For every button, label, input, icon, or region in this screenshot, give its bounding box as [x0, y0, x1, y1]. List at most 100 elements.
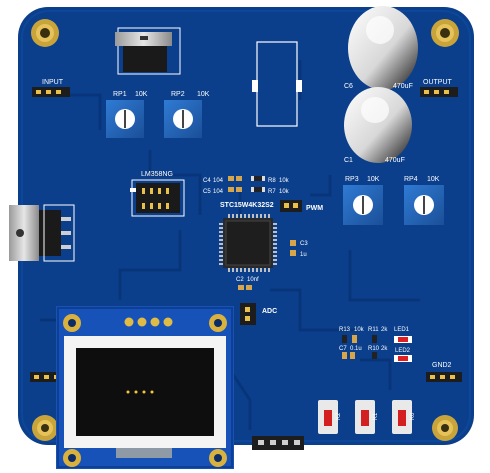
- rp1-label: RP1: [113, 91, 127, 98]
- mcu-pin: [273, 259, 277, 261]
- capacitor-c2: C2 10nf: [236, 277, 259, 290]
- mcu-pin: [228, 268, 230, 272]
- r13-value: 10k: [354, 327, 365, 333]
- c2-label: C2: [236, 277, 244, 283]
- potentiometer-rp2: RP2 10K: [164, 91, 210, 138]
- mcu-pin: [268, 214, 270, 218]
- voltage-regulator-top: [115, 27, 181, 75]
- mcu-pin: [219, 255, 223, 257]
- c5-value: 104: [213, 189, 224, 195]
- rp2-value: 10K: [197, 91, 210, 98]
- push-button-k1: K1: [355, 400, 379, 434]
- resistor-led-block: R13 10k R11 2k LED1 C7 0.1u R10 2k LED2: [339, 327, 412, 362]
- voltage-regulator-left: [9, 204, 75, 262]
- mcu-pin: [219, 259, 223, 261]
- rp3-value: 10K: [367, 176, 380, 183]
- push-button-k0: K0: [392, 400, 416, 434]
- mcu-pin: [219, 235, 223, 237]
- c1-value: 470uF: [385, 157, 405, 164]
- mcu-pin: [273, 235, 277, 237]
- mcu-pin: [256, 214, 258, 218]
- rp3-label: RP3: [345, 176, 359, 183]
- rp4-value: 10K: [427, 176, 440, 183]
- c1-label: C1: [344, 157, 353, 164]
- r11-value: 2k: [381, 327, 388, 333]
- mcu-pin: [268, 268, 270, 272]
- mcu-pin: [273, 243, 277, 245]
- c2-value: 10nf: [247, 277, 259, 283]
- k2-label: K2: [336, 412, 342, 420]
- mcu-pin: [219, 251, 223, 253]
- mcu-pin: [252, 268, 254, 272]
- mcu-pin: [228, 214, 230, 218]
- c7-value: 0.1u: [350, 346, 362, 352]
- mcu-pin: [256, 268, 258, 272]
- mcu-pin: [248, 214, 250, 218]
- mcu-pin: [273, 263, 277, 265]
- c4-value: 104: [213, 178, 224, 184]
- capacitor-c6: C6 470uF: [344, 6, 418, 90]
- watermark-text: CSDN @海雾·拂晓: [331, 447, 441, 462]
- mcu-pin: [252, 214, 254, 218]
- mcu-pin: [244, 268, 246, 272]
- capacitor-c3: C3 1u: [290, 240, 308, 258]
- mcu-pin: [260, 268, 262, 272]
- mcu-pin: [236, 214, 238, 218]
- r11-label: R11: [368, 327, 379, 333]
- push-button-k2: K2: [318, 400, 342, 434]
- rp4-label: RP4: [404, 176, 418, 183]
- mcu-pin: [273, 255, 277, 257]
- r13-label: R13: [339, 327, 351, 333]
- c6-label: C6: [344, 83, 353, 90]
- mcu-chip: [219, 214, 277, 272]
- c7-label: C7: [339, 346, 347, 352]
- c3-value: 1u: [300, 252, 307, 258]
- r8-label: R8: [268, 178, 276, 184]
- oled-display-module: [56, 306, 234, 469]
- mcu-pin: [273, 223, 277, 225]
- mcu-pin: [240, 214, 242, 218]
- mcu-pin: [219, 239, 223, 241]
- adc-label: ADC: [262, 308, 277, 315]
- mcu-pin: [273, 247, 277, 249]
- gnd2-header: GND2: [426, 362, 462, 382]
- mcu-pin: [219, 243, 223, 245]
- r7-value: 10k: [279, 189, 290, 195]
- gnd2-label: GND2: [432, 362, 452, 369]
- mcu-pin: [273, 231, 277, 233]
- rp1-value: 10K: [135, 91, 148, 98]
- c6-value: 470uF: [393, 83, 413, 90]
- opamp-label: LM358NG: [141, 171, 173, 178]
- r8-value: 10k: [279, 178, 290, 184]
- c5-label: C5: [203, 189, 211, 195]
- bottom-header: [252, 436, 304, 450]
- output-header: OUTPUT: [420, 79, 458, 97]
- mounting-hole-bottom-right: [432, 415, 458, 441]
- mcu-pin: [273, 239, 277, 241]
- component-outline-center-top: [252, 41, 302, 127]
- mcu-pin: [248, 268, 250, 272]
- mcu-label: STC15W4K32S2: [220, 202, 274, 209]
- pwm-label: PWM: [306, 205, 323, 212]
- mcu-pin: [264, 268, 266, 272]
- mcu-pin: [240, 268, 242, 272]
- potentiometer-rp4: RP4 10K: [404, 176, 444, 225]
- mcu-pin: [273, 251, 277, 253]
- potentiometer-rp3: RP3 10K: [343, 176, 383, 225]
- mcu-pin: [219, 231, 223, 233]
- mcu-pin: [219, 227, 223, 229]
- capacitor-c1: C1 470uF: [344, 87, 412, 164]
- mcu-pin: [219, 247, 223, 249]
- mcu-pin: [260, 214, 262, 218]
- mounting-hole-bottom-left: [32, 415, 58, 441]
- adc-header: ADC: [240, 303, 277, 325]
- mcu-pin: [232, 214, 234, 218]
- mounting-hole-top-right: [431, 19, 459, 47]
- opamp-lm358ng: LM358NG: [130, 171, 185, 217]
- mcu-pin: [273, 227, 277, 229]
- output-label: OUTPUT: [423, 79, 453, 86]
- r10-label: R10: [368, 346, 380, 352]
- led2-label: LED2: [395, 348, 411, 354]
- led1-label: LED1: [394, 327, 410, 333]
